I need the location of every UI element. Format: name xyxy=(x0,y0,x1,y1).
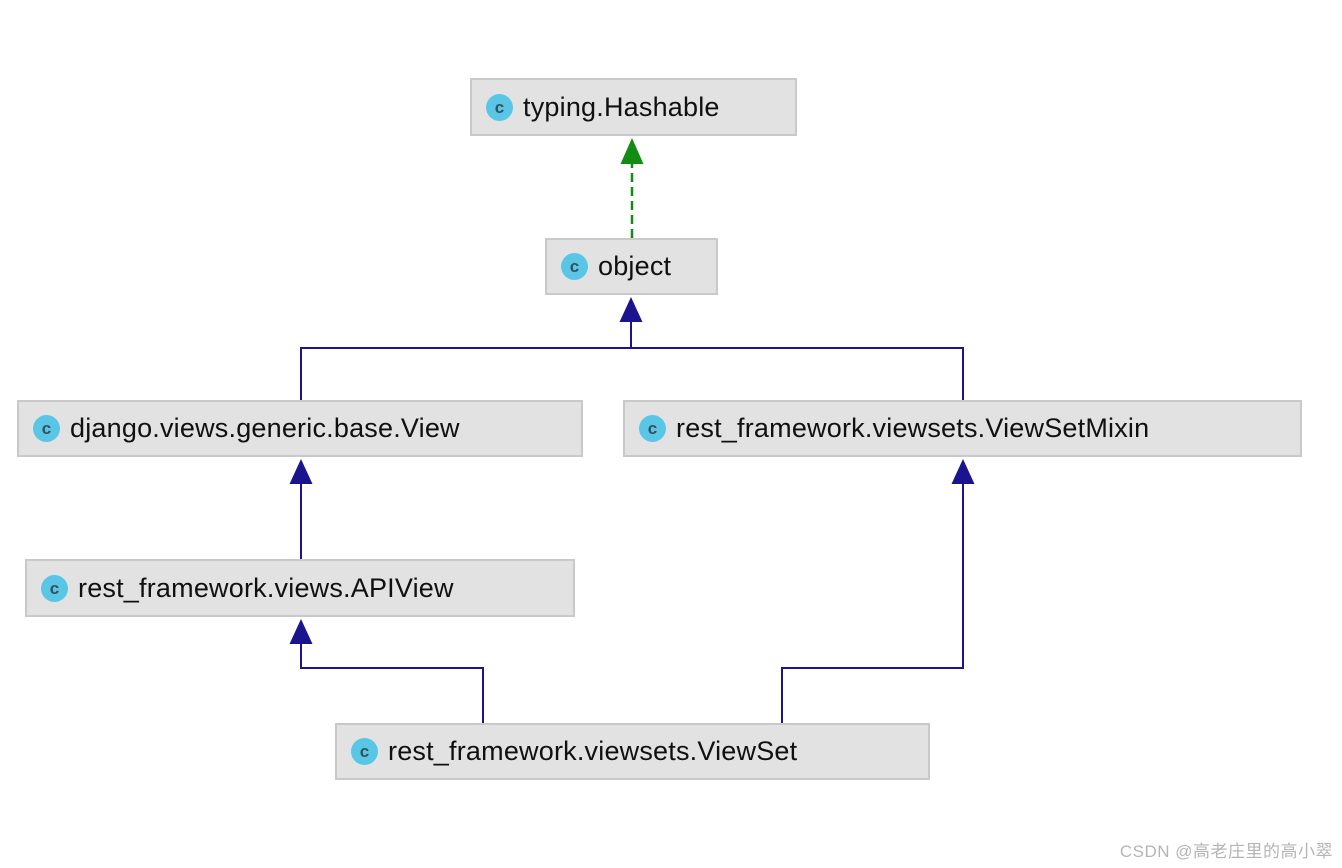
class-node-django-view[interactable]: c django.views.generic.base.View xyxy=(17,400,583,457)
csdn-watermark: CSDN @高老庄里的高小翠 xyxy=(1119,842,1333,861)
class-icon: c xyxy=(561,253,588,280)
class-icon: c xyxy=(639,415,666,442)
class-node-typing-hashable[interactable]: c typing.Hashable xyxy=(470,78,797,136)
edge-object-to-hashable xyxy=(620,138,644,238)
edge-apiview-to-view xyxy=(289,459,313,559)
edge-viewsetmixin-to-object xyxy=(631,347,964,400)
class-icon: c xyxy=(33,415,60,442)
class-icon: c xyxy=(486,93,513,121)
class-icon: c xyxy=(351,738,378,765)
class-node-object[interactable]: c object xyxy=(545,238,718,295)
class-node-label: django.views.generic.base.View xyxy=(70,413,460,443)
class-node-label: rest_framework.viewsets.ViewSetMixin xyxy=(676,413,1150,443)
class-node-label: rest_framework.viewsets.ViewSet xyxy=(388,736,798,766)
edge-viewset-to-apiview xyxy=(289,619,484,723)
class-node-label: rest_framework.views.APIView xyxy=(78,572,454,603)
class-node-viewsetmixin[interactable]: c rest_framework.viewsets.ViewSetMixin xyxy=(623,400,1302,457)
class-node-label: object xyxy=(598,251,672,281)
edge-view-to-object xyxy=(300,297,643,400)
edge-viewset-to-viewsetmixin xyxy=(781,459,975,723)
class-node-label: typing.Hashable xyxy=(523,91,720,122)
class-node-viewset[interactable]: c rest_framework.viewsets.ViewSet xyxy=(335,723,930,780)
class-node-apiview[interactable]: c rest_framework.views.APIView xyxy=(25,559,575,617)
class-icon: c xyxy=(41,574,68,602)
